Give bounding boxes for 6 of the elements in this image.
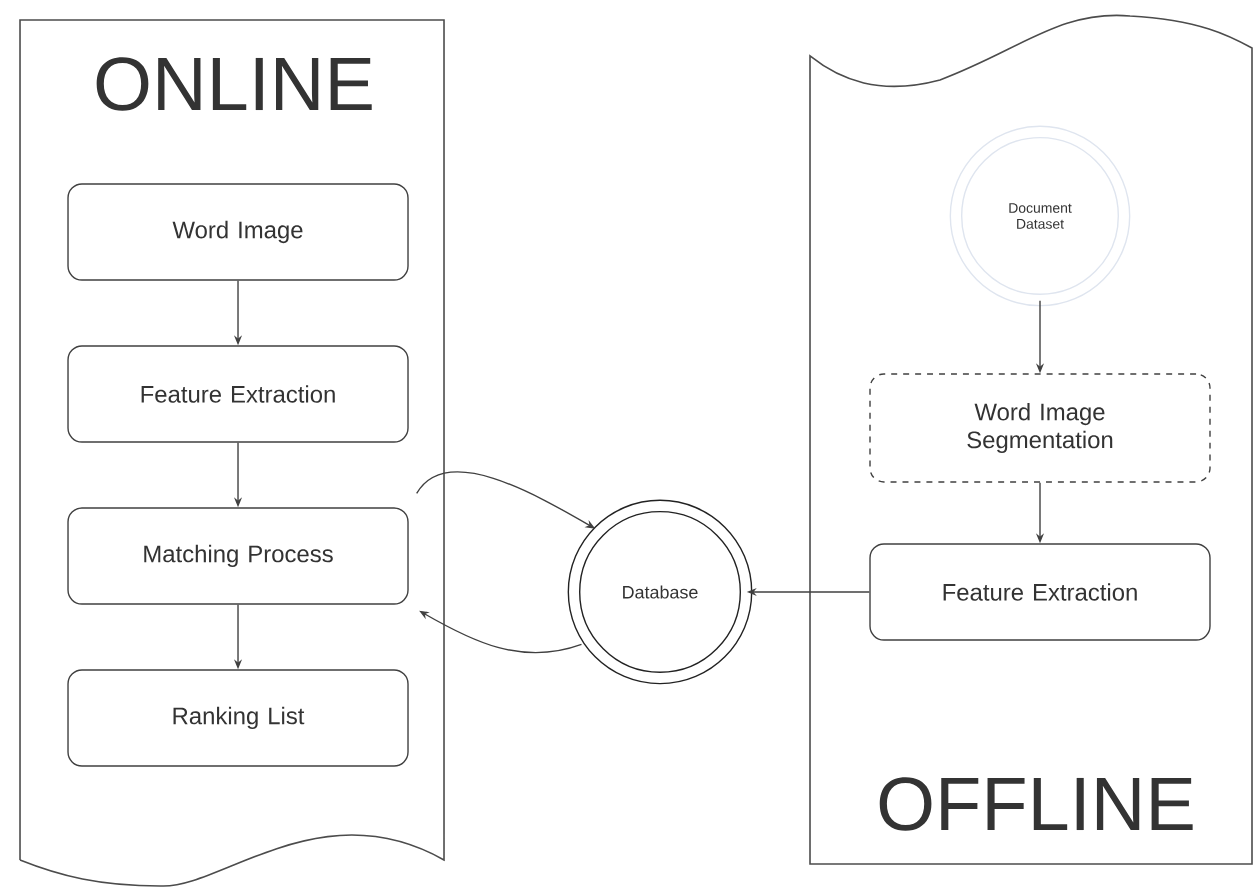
process-box: Feature Extraction xyxy=(67,345,409,443)
process-box: Ranking List xyxy=(67,669,409,767)
process-box: Feature Extraction xyxy=(869,543,1211,641)
process-box: Matching Process xyxy=(67,507,409,605)
process-box: Word Image Segmentation xyxy=(869,373,1211,483)
process-box: Word Image xyxy=(67,183,409,281)
